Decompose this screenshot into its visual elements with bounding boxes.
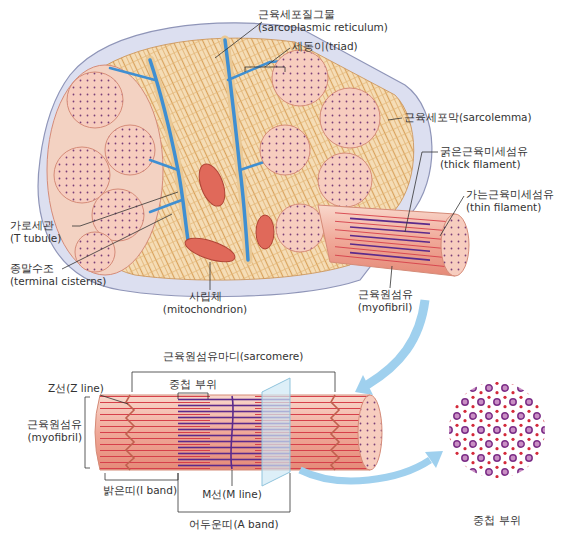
terminal-cistern xyxy=(150,60,188,240)
wrap-spacer xyxy=(556,188,557,200)
sarcolemma xyxy=(38,23,432,297)
wrap-spacer xyxy=(24,418,25,430)
myofibril-end xyxy=(276,204,324,252)
t-tubule xyxy=(150,60,188,240)
leader-line xyxy=(72,192,178,226)
part-label: 세동이(triad) xyxy=(292,40,360,53)
leader-line xyxy=(405,152,438,232)
myofibril-end xyxy=(272,50,328,106)
part-label: M선(M line) xyxy=(201,488,263,501)
myofibril-bracket xyxy=(85,397,90,468)
leader-line xyxy=(440,196,464,236)
zoom-arrow-head xyxy=(355,375,373,395)
part-label: Z선(Z line) xyxy=(48,382,106,395)
a-band-bracket xyxy=(178,473,290,512)
wrap-spacer xyxy=(223,290,250,302)
myofibril-body xyxy=(318,205,455,276)
wrap-spacer xyxy=(56,262,110,274)
mitochondrion xyxy=(194,161,230,210)
part-label: 중첩 부위 xyxy=(472,514,522,527)
section-arrow xyxy=(300,460,430,481)
z-line xyxy=(126,395,134,470)
part-label: 밝은띠(I band) xyxy=(102,484,179,497)
thick-filament xyxy=(350,218,430,260)
mitochondrion xyxy=(182,233,237,266)
part-label: 가는근육미세섬유 (thin filament) xyxy=(466,188,557,214)
myofibril-end xyxy=(320,88,380,148)
leader-line xyxy=(62,214,172,269)
z-line xyxy=(331,395,339,470)
myofibril-end xyxy=(318,153,372,207)
part-label: 근육원섬유 (myofibril) xyxy=(24,418,82,444)
myofibril-end xyxy=(67,72,123,128)
part-label: 근육원섬유마디(sarcomere) xyxy=(162,350,305,363)
m-line xyxy=(231,396,233,469)
mitochondrion xyxy=(256,215,274,249)
part-label: 중첩 부위 xyxy=(168,378,218,391)
leader-line xyxy=(215,22,262,58)
part-label: 근육세포막(sarcolemma) xyxy=(404,111,534,124)
myofibril-end xyxy=(260,125,310,175)
wrap-spacer xyxy=(356,288,357,300)
wrap-spacer xyxy=(56,219,65,231)
leader-bracket xyxy=(245,48,290,72)
filament-lattice xyxy=(449,382,545,478)
part-label: 굵은근육미세섬유 (thick filament) xyxy=(440,145,531,171)
myofibril-end xyxy=(75,232,115,272)
wrap-spacer xyxy=(530,145,531,157)
overlap-bracket xyxy=(178,393,208,399)
thin-filament xyxy=(335,213,450,267)
part-label: 어두운띠(A band) xyxy=(188,518,280,531)
leader-line xyxy=(390,266,392,288)
section-plane xyxy=(262,378,290,486)
wrap-spacer xyxy=(414,288,415,300)
part-label: 근육세포질그물 (sarcoplasmic reticulum) xyxy=(258,8,391,34)
wrap-spacer xyxy=(161,290,188,302)
fibre-cross-section xyxy=(47,65,163,275)
part-label: 가로세관 (T tubule) xyxy=(10,219,65,245)
leader-line xyxy=(100,395,128,404)
myofibril-end xyxy=(441,214,469,276)
myofibril-body xyxy=(95,395,370,470)
myofibril-end xyxy=(105,125,155,175)
i-band-bracket xyxy=(105,473,178,480)
section-arrow-head xyxy=(425,451,443,468)
leader-line xyxy=(232,470,233,486)
sarcomere-bracket xyxy=(132,372,335,392)
myofibril-end xyxy=(358,395,382,470)
part-label: 종말수조 (terminal cisterns) xyxy=(10,262,110,288)
part-label: 근육원섬유 (myofibril) xyxy=(356,288,414,314)
leader-line xyxy=(388,118,402,120)
wrap-spacer xyxy=(337,8,391,20)
part-label: 사립체 (mitochondrion) xyxy=(161,290,249,316)
leader-line xyxy=(210,262,211,290)
